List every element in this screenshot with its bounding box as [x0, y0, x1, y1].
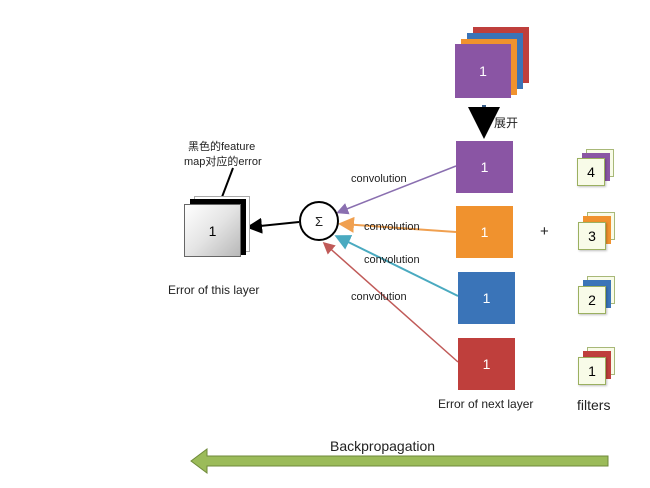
next-layer-map-red: 1: [458, 338, 515, 390]
backprop-label: Backpropagation: [330, 438, 436, 454]
unfold-label: 展开: [494, 116, 519, 130]
arrow-teal: [334, 235, 459, 297]
next-layer-map-blue: 1: [458, 272, 515, 324]
sum-symbol: Σ: [314, 213, 324, 229]
this-layer-caption: Error of this layer: [168, 283, 260, 297]
note-line-2: map对应的error: [184, 156, 262, 168]
top-stack-label: 1: [479, 63, 487, 79]
arrow-sum-to-layer: [246, 217, 300, 234]
backprop-arrow: [190, 448, 609, 474]
arrow-purple: [336, 165, 457, 215]
next-layer-map-purple: 1: [456, 141, 513, 193]
arrow-red: [322, 242, 459, 363]
plus-sign: +: [540, 223, 549, 240]
top-stack-layer-purple: 1: [455, 44, 511, 98]
next-layer-map-orange: 1: [456, 206, 513, 258]
convolution-label-3: convolution: [364, 254, 420, 266]
convolution-label-2: convolution: [364, 221, 420, 233]
next-layer-caption: Error of next layer: [438, 397, 534, 411]
filters-caption: filters: [577, 397, 611, 413]
convolution-label-4: convolution: [351, 291, 407, 303]
arrow-orange: [338, 216, 457, 233]
convolution-label-1: convolution: [351, 173, 407, 185]
sum-node: Σ: [299, 201, 339, 241]
this-layer-map: 1: [184, 204, 241, 257]
this-layer-label: 1: [208, 222, 217, 239]
note-pointer: [221, 167, 234, 198]
note-line-1: 黑色的feature: [188, 141, 256, 153]
